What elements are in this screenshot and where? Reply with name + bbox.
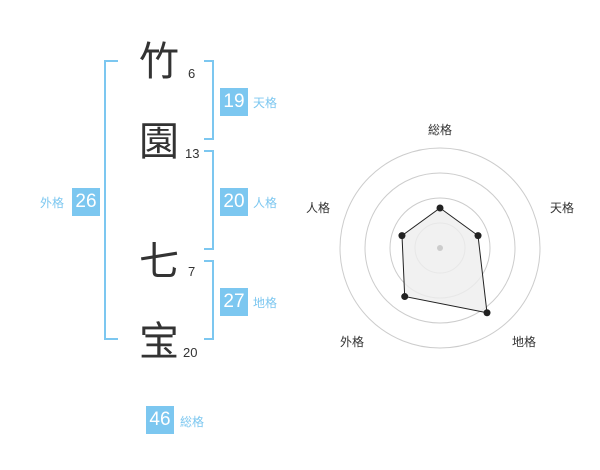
radar-center-dot xyxy=(437,245,443,251)
radar-point xyxy=(401,293,409,301)
radar-axis-label: 人格 xyxy=(306,200,330,215)
radar-ring xyxy=(364,172,516,324)
jinkaku-label: 人格 xyxy=(253,196,278,210)
name-char-2: 園 xyxy=(139,119,179,165)
gaikaku-label: 外格 xyxy=(40,196,65,210)
radar-shape xyxy=(398,204,491,317)
name-char-3: 七 xyxy=(139,239,179,285)
soukaku-label: 総格 xyxy=(180,415,205,429)
radar-point xyxy=(483,309,491,317)
stroke-count-3: 7 xyxy=(188,264,196,279)
radar-point xyxy=(474,232,482,240)
stroke-count-2: 13 xyxy=(185,146,200,161)
jinkaku-value: 20 xyxy=(220,188,248,216)
chikaku-value: 27 xyxy=(220,288,248,316)
name-char-4: 宝 xyxy=(139,319,179,365)
jinkaku-bracket xyxy=(204,150,214,250)
radar-point xyxy=(398,232,406,240)
stroke-count-4: 20 xyxy=(183,345,198,360)
chikaku-label: 地格 xyxy=(253,296,278,310)
radar-axis-label: 地格 xyxy=(512,334,536,349)
stroke-count-1: 6 xyxy=(188,66,196,81)
soukaku-value: 46 xyxy=(146,406,174,434)
radar-point xyxy=(436,204,444,212)
gaikaku-bracket xyxy=(104,60,118,340)
tenkaku-bracket xyxy=(204,60,214,140)
radar-ring xyxy=(339,147,541,349)
radar-axis-label: 外格 xyxy=(340,334,364,349)
radar-axis-label: 総格 xyxy=(428,122,452,137)
tenkaku-value: 19 xyxy=(220,88,248,116)
name-char-1: 竹 xyxy=(139,39,179,85)
tenkaku-label: 天格 xyxy=(253,96,278,110)
radar-polygon xyxy=(401,207,488,314)
chikaku-bracket xyxy=(204,260,214,340)
radar-axis-label: 天格 xyxy=(550,200,574,215)
gaikaku-value: 26 xyxy=(72,188,100,216)
